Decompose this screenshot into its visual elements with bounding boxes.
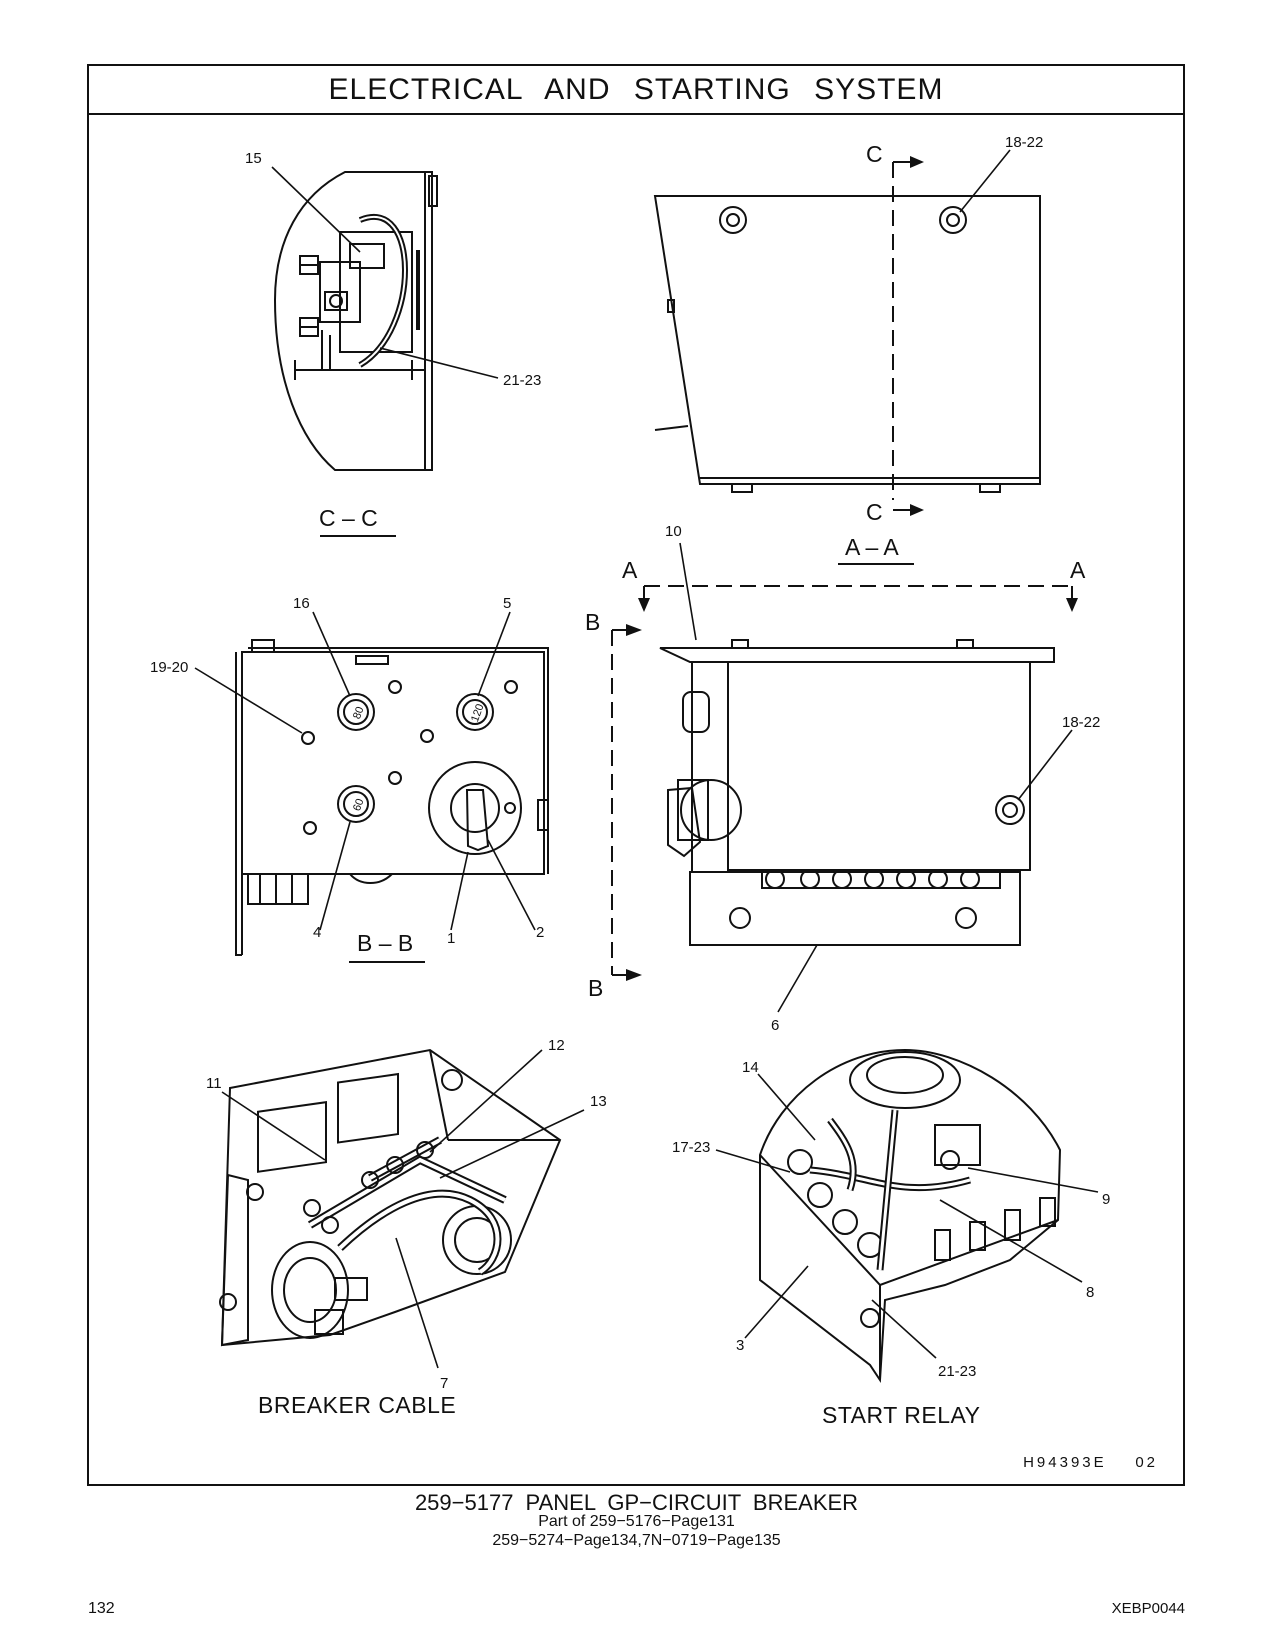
page-number: 132: [88, 1600, 115, 1617]
reference-line-2: 259−5274−Page134,7N−0719−Page135: [492, 1532, 781, 1549]
section-c-top: C: [866, 141, 883, 167]
callout-18-22-mid: 18-22: [1062, 714, 1100, 731]
callout-11: 11: [206, 1075, 222, 1092]
callout-15: 15: [245, 150, 262, 167]
callout-6: 6: [771, 1017, 779, 1034]
callout-21-23-top: 21-23: [503, 372, 541, 389]
callout-21-23-bottom: 21-23: [938, 1363, 976, 1380]
callout-9: 9: [1102, 1191, 1110, 1208]
view-cc: [273, 171, 438, 471]
callout-14: 14: [742, 1059, 759, 1076]
section-b-bottom: B: [588, 975, 603, 1001]
side-view: [659, 639, 1055, 946]
callout-7: 7: [440, 1375, 448, 1392]
caption-start-relay: START RELAY: [822, 1402, 980, 1428]
title-bar: ELECTRICAL AND STARTING SYSTEM: [89, 66, 1183, 115]
callout-10: 10: [665, 523, 682, 540]
callout-4: 4: [313, 924, 321, 941]
section-c-bottom: C: [866, 499, 883, 525]
section-a-right: A: [1070, 557, 1086, 583]
callout-13: 13: [590, 1093, 607, 1110]
breaker-cable-view: [219, 1048, 562, 1347]
caption-breaker-cable: BREAKER CABLE: [258, 1392, 456, 1418]
callout-12: 12: [548, 1037, 565, 1054]
callout-2: 2: [536, 924, 544, 941]
view-bb: [235, 639, 549, 956]
callout-5: 5: [503, 595, 511, 612]
rating-60: 60: [351, 797, 366, 813]
callout-18-22-top: 18-22: [1005, 134, 1043, 151]
start-relay-view: [759, 1048, 1062, 1384]
page-title: ELECTRICAL AND STARTING SYSTEM: [328, 72, 944, 106]
rating-80: 80: [351, 705, 366, 721]
section-a-left: A: [622, 557, 638, 583]
drawing-frame: ELECTRICAL AND STARTING SYSTEM: [87, 64, 1185, 1486]
view-label-aa: A – A: [845, 534, 899, 560]
view-aa: [653, 195, 1041, 493]
reference-line-1: Part of 259−5176−Page131: [538, 1513, 735, 1530]
callout-16: 16: [293, 595, 310, 612]
rating-120: 120: [469, 702, 487, 723]
view-label-bb: B – B: [357, 930, 413, 956]
callout-17-23: 17-23: [672, 1139, 710, 1156]
figure-code: H94393E 02: [1023, 1454, 1158, 1471]
document-code: XEBP0044: [1111, 1600, 1185, 1617]
callout-8: 8: [1086, 1284, 1094, 1301]
section-b-top: B: [585, 609, 600, 635]
callout-19-20: 19-20: [150, 659, 188, 676]
view-label-cc: C – C: [319, 505, 378, 531]
callout-3: 3: [736, 1337, 744, 1354]
assembly-title: 259−5177 PANEL GP−CIRCUIT BREAKER: [414, 1490, 859, 1515]
callout-1: 1: [447, 930, 455, 947]
